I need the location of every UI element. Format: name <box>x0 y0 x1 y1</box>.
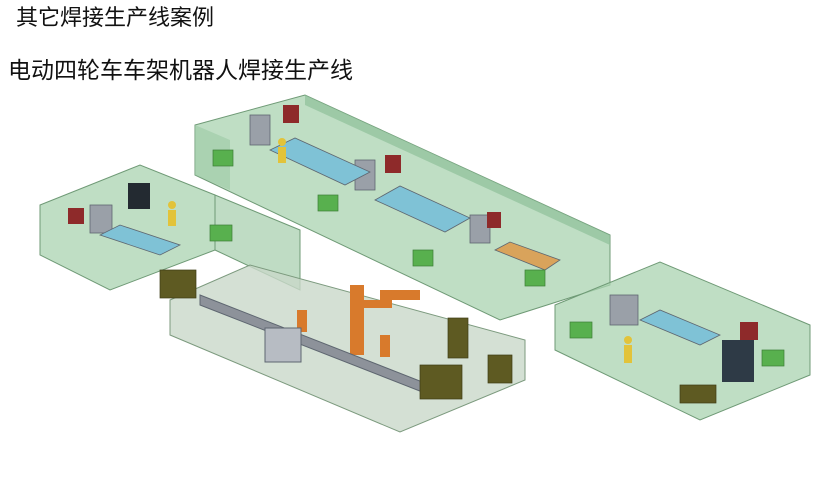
welding-cells <box>89 114 721 346</box>
section-title: 其它焊接生产线案例 <box>16 6 215 31</box>
production-line-title: 电动四轮车车架机器人焊接生产线 <box>8 58 353 84</box>
gantry-rail <box>199 294 431 396</box>
part-racks <box>209 149 785 367</box>
robots <box>297 285 420 357</box>
controller-cabinets <box>68 105 758 382</box>
fixture-stands <box>159 269 717 404</box>
welding-line-illustration <box>39 94 811 433</box>
operators <box>168 138 632 363</box>
